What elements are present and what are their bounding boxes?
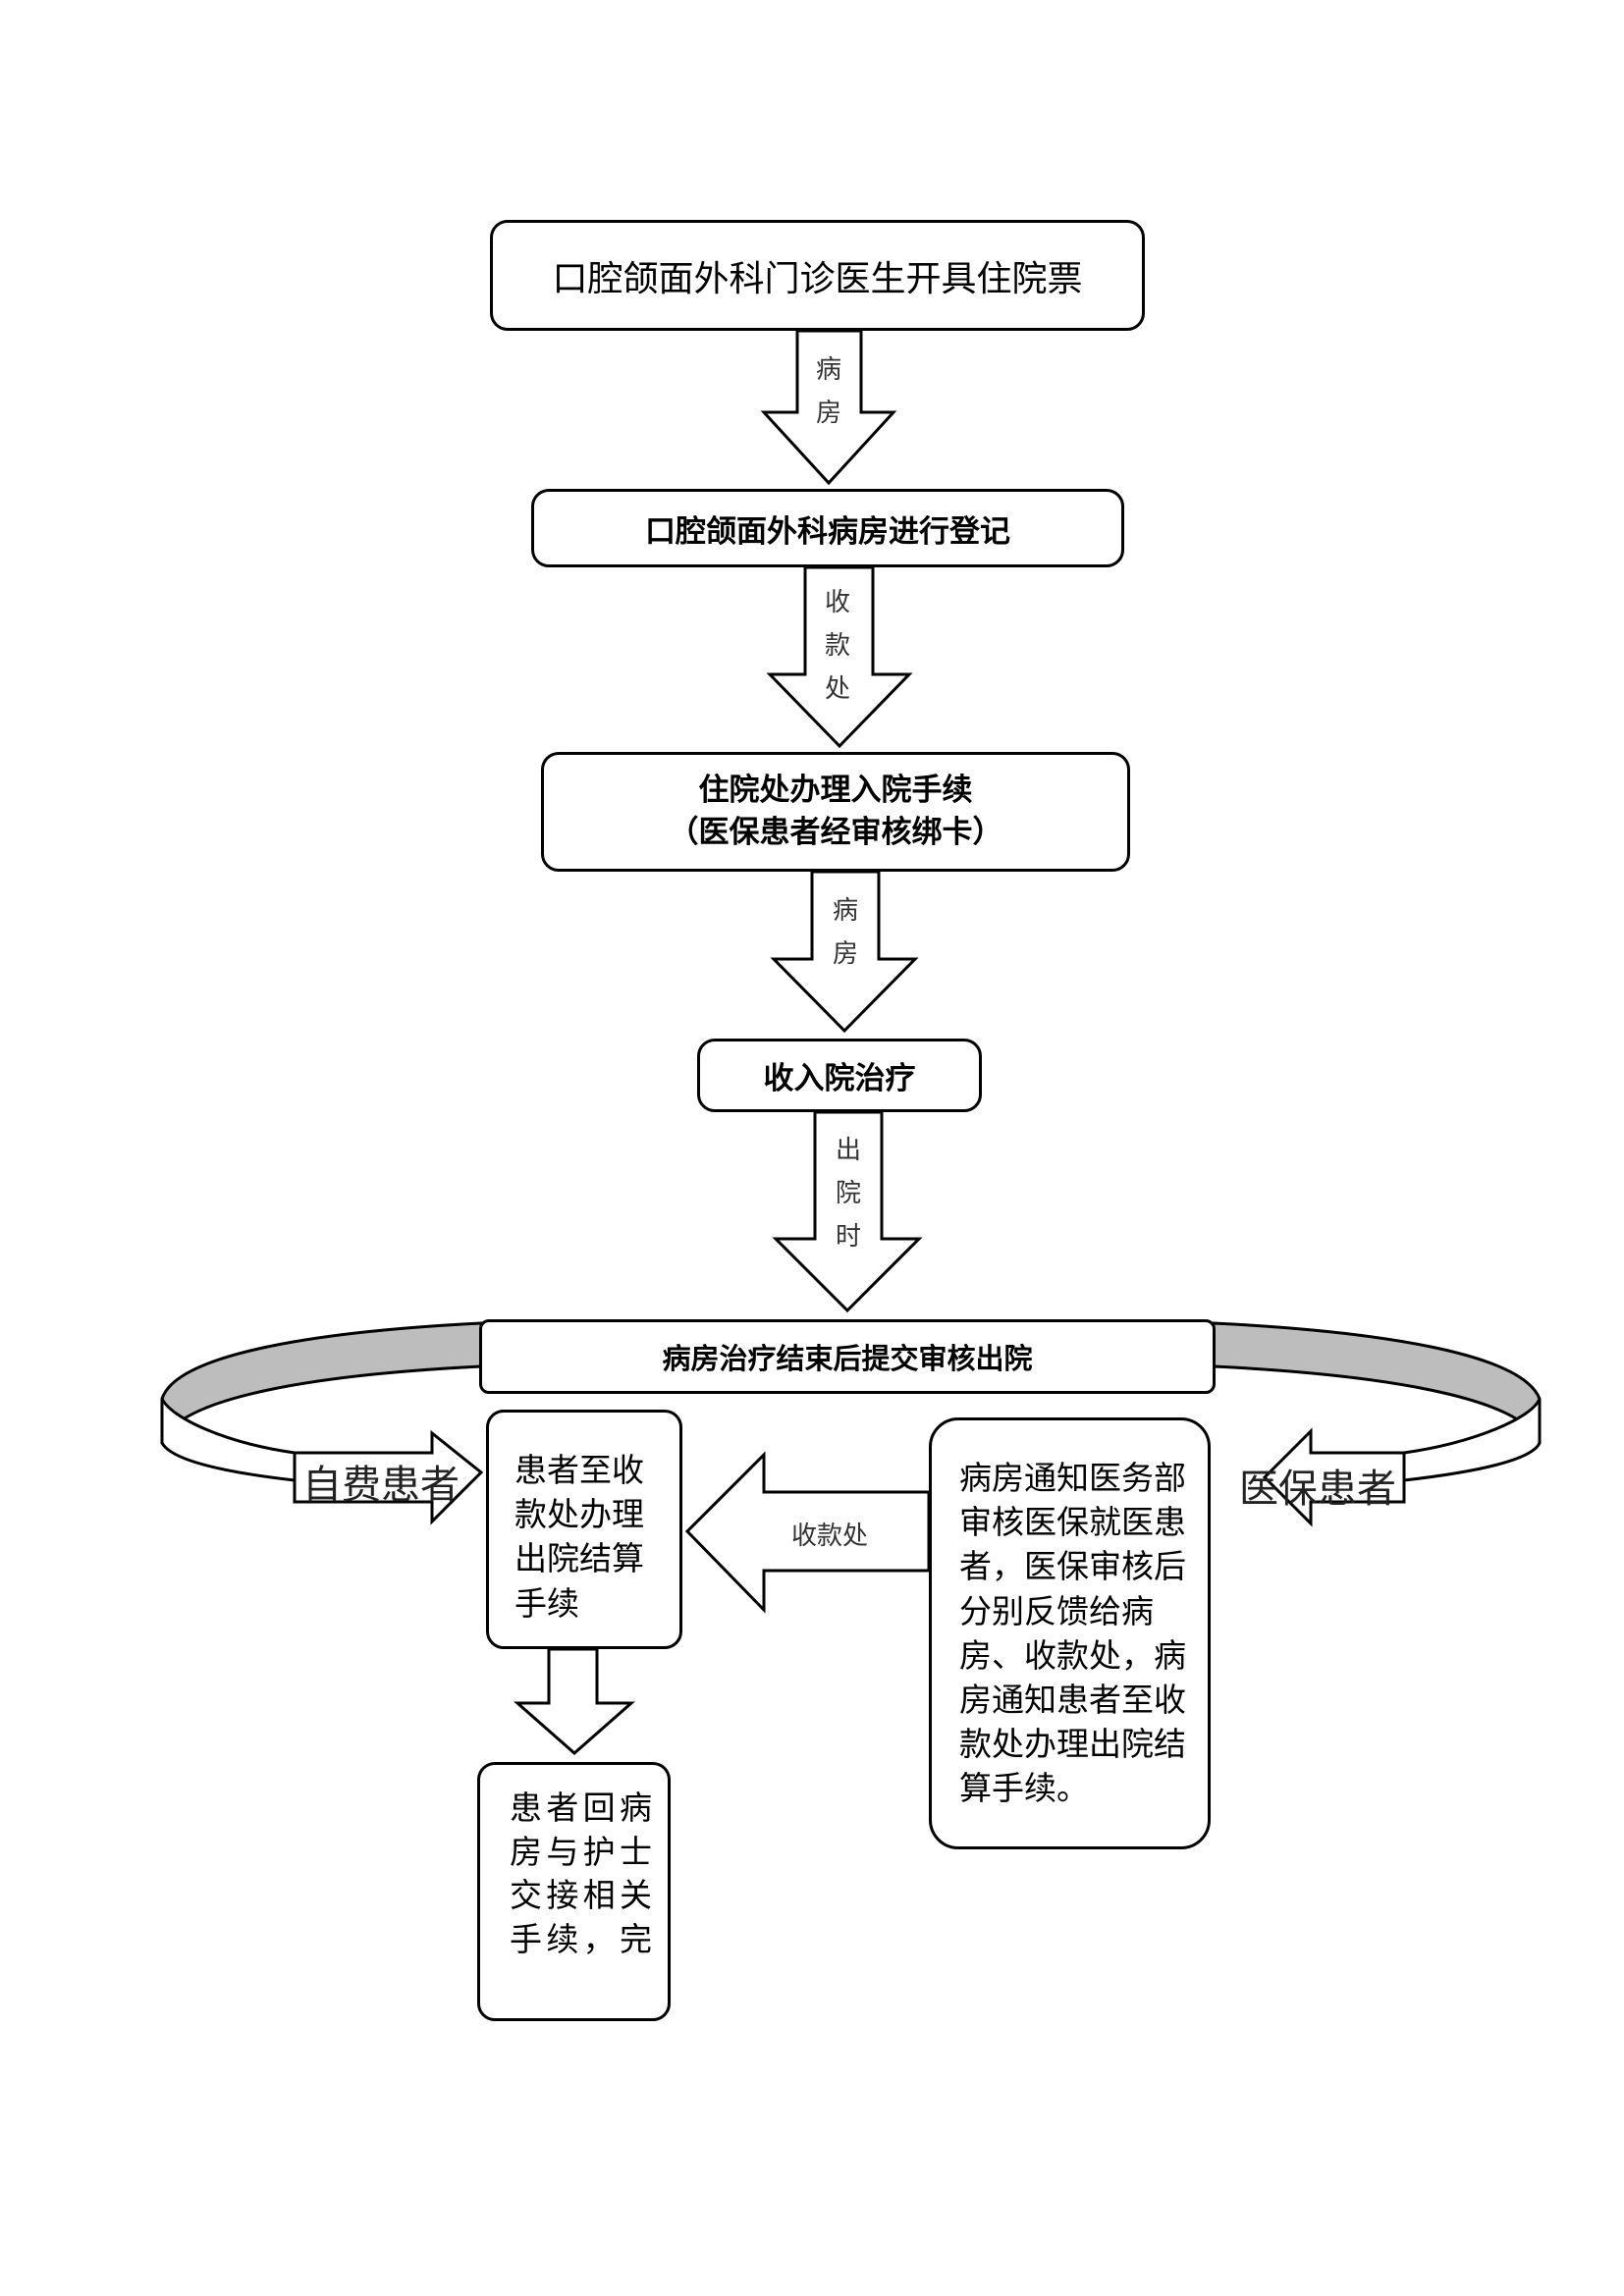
arrow-label-3: 病房 bbox=[832, 896, 858, 969]
down-arrow-3 bbox=[770, 870, 919, 1034]
insured-process-box: 病房通知医务部审核医保就医患者，医保审核后分别反馈给病房、收款处，病房通知患者至… bbox=[929, 1417, 1211, 1849]
left-arrow-payment bbox=[684, 1451, 931, 1614]
insured-process-text: 病房通知医务部审核医保就医患者，医保审核后分别反馈给病房、收款处，病房通知患者至… bbox=[959, 1459, 1186, 1808]
arrow-label-2: 收款处 bbox=[824, 588, 850, 704]
down-arrow-1 bbox=[760, 329, 897, 486]
self-pay-label: 自费患者 bbox=[302, 1463, 460, 1508]
return-ward-box: 患者回病房与护士交接相关手续，完 bbox=[477, 1762, 671, 2021]
ward-register-box: 口腔颌面外科病房进行登记 bbox=[531, 489, 1124, 567]
outpatient-text: 口腔颌面外科门诊医生开具住院票 bbox=[552, 258, 1083, 299]
admission-box: 住院处办理入院手续 （医保患者经审核绑卡） bbox=[541, 752, 1130, 872]
outpatient-box: 口腔颌面外科门诊医生开具住院票 bbox=[490, 220, 1145, 331]
arrow-label-1: 病房 bbox=[815, 355, 841, 428]
discharge-review-box: 病房治疗结束后提交审核出院 bbox=[479, 1319, 1216, 1394]
admit-treat-box: 收入院治疗 bbox=[697, 1039, 982, 1112]
insured-label: 医保患者 bbox=[1239, 1467, 1396, 1512]
admit-treat-text: 收入院治疗 bbox=[763, 1061, 916, 1096]
down-arrow-2 bbox=[766, 565, 913, 749]
curved-band-right bbox=[1212, 1321, 1542, 1444]
down-arrow-4 bbox=[772, 1110, 923, 1313]
admission-line1: 住院处办理入院手续 bbox=[698, 772, 973, 808]
left-arrow-label: 收款处 bbox=[790, 1522, 868, 1551]
ward-register-text: 口腔颌面外科病房进行登记 bbox=[645, 513, 1010, 550]
insured-arrow bbox=[1262, 1427, 1406, 1527]
self-pay-arrow bbox=[293, 1429, 484, 1525]
return-ward-text: 患者回病房与护士交接相关手续，完 bbox=[510, 1789, 652, 1958]
admission-line2: （医保患者经审核绑卡） bbox=[668, 815, 1003, 850]
self-pay-settle-box: 患者至收款处办理出院结算手续 bbox=[486, 1410, 682, 1649]
down-arrow-5 bbox=[514, 1647, 635, 1755]
arrow-label-4: 出院时 bbox=[835, 1136, 861, 1252]
discharge-review-text: 病房治疗结束后提交审核出院 bbox=[662, 1342, 1033, 1375]
self-pay-settle-text: 患者至收款处办理出院结算手续 bbox=[514, 1451, 644, 1623]
curved-band-left bbox=[160, 1321, 483, 1444]
